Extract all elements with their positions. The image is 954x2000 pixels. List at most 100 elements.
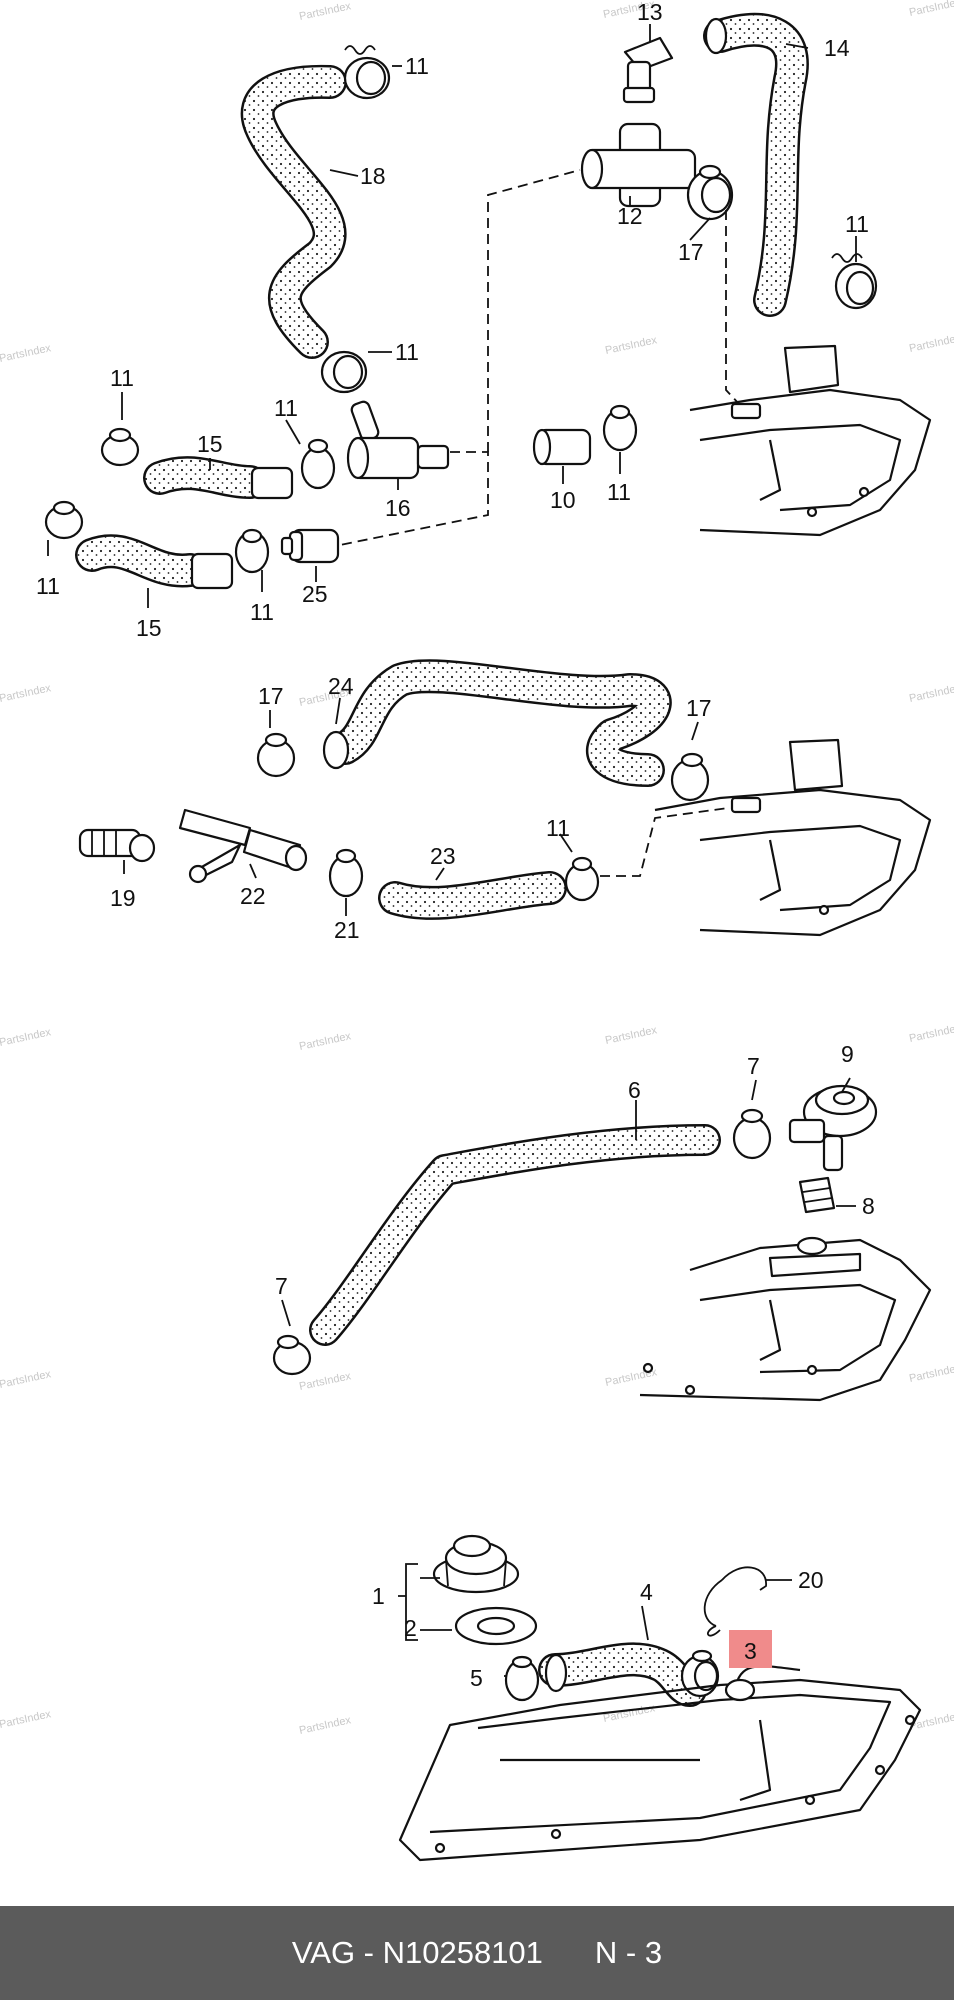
clamp-11 [831,253,878,310]
part-label-23: 23 [430,843,456,869]
watermark: PartsIndex [602,1702,656,1725]
clamp-11 [343,45,391,100]
part-label-11: 11 [274,395,298,421]
watermarks: PartsIndex PartsIndex PartsIndex PartsIn… [0,0,954,1737]
part-label-11: 11 [845,211,869,237]
part-label-2: 2 [404,1615,417,1641]
oil-pan [398,1665,922,1862]
section-4 [398,1534,922,1862]
part-label-11: 11 [36,573,60,599]
clamp-7 [272,1334,312,1376]
part-label-7: 7 [747,1053,760,1079]
hose-15 [75,534,234,590]
part-label-8: 8 [862,1193,875,1219]
part-label-15: 15 [197,431,223,457]
clamp-17 [670,752,710,802]
watermark: PartsIndex [298,1030,352,1053]
part-label-13: 13 [637,0,663,25]
clamp-11 [100,427,140,467]
section-2 [78,659,932,937]
watermark: PartsIndex [908,1362,954,1385]
section-1 [44,12,932,590]
clamp-11 [564,856,600,902]
hose-6 [309,1124,721,1346]
part-labels: 13 14 11 18 12 17 11 11 11 15 11 16 10 1… [36,0,875,1691]
watermark: PartsIndex [0,1368,53,1391]
watermark: PartsIndex [298,1714,352,1737]
part-label-16: 16 [385,495,411,521]
clamp-5 [504,1655,540,1702]
clamp-17 [256,732,296,778]
part-label-15: 15 [136,615,162,641]
grommet-8 [798,1176,836,1214]
watermark: PartsIndex [908,1022,954,1045]
t-piece-12 [580,122,697,208]
hose-18 [240,64,347,359]
oil-pan [639,1236,932,1402]
hose-piece-10 [532,428,592,466]
parts-diagram: PartsIndex PartsIndex PartsIndex PartsIn… [0,0,954,1862]
watermark: PartsIndex [298,0,352,23]
seal-2 [454,1606,538,1646]
watermark: PartsIndex [0,1708,53,1731]
part-label-1: 1 [372,1583,385,1609]
part-label-5: 5 [470,1665,483,1691]
part-label-11: 11 [607,479,631,505]
watermark: PartsIndex [908,682,954,705]
elbow-connector-13 [622,36,674,104]
part-label-7: 7 [275,1273,288,1299]
part-label-11: 11 [110,365,134,391]
footer-bar: VAG - N10258101 N - 3 [0,1906,954,2000]
watermark: PartsIndex [0,1026,53,1049]
part-label-21: 21 [334,917,360,943]
part-label-18: 18 [360,163,386,189]
watermark: PartsIndex [908,0,954,19]
clamp-17 [686,164,734,221]
hose-14 [703,12,809,317]
hose-15 [143,456,294,500]
part-label-19: 19 [110,885,136,911]
clamp-7 [732,1108,772,1160]
oil-pan [654,738,932,937]
part-label-17: 17 [686,695,712,721]
part-label-11: 11 [395,339,419,365]
part-label-4: 4 [640,1579,653,1605]
leader-lines [47,24,857,1677]
clamp-11 [44,500,84,540]
valve-9 [788,1084,878,1172]
watermark: PartsIndex [0,682,53,705]
highlight-box [729,1630,772,1668]
part-label-25: 25 [302,581,328,607]
part-label-20: 20 [798,1567,824,1593]
connector-16 [346,400,450,480]
clamp-11 [234,528,270,574]
watermark: PartsIndex [0,342,53,365]
oil-pan [689,344,932,537]
part-label-3: 3 [744,1638,757,1664]
part-label-17: 17 [258,683,284,709]
part-label-6: 6 [628,1077,641,1103]
clamp-11 [300,438,336,490]
part-label-10: 10 [550,487,576,513]
part-label-11: 11 [250,599,274,625]
watermark: PartsIndex [908,332,954,355]
part-label-12: 12 [617,203,643,229]
watermark: PartsIndex [604,1024,658,1047]
wire-clip-20 [703,1566,767,1637]
clamp-11 [602,404,638,452]
watermark: PartsIndex [604,334,658,357]
part-label-22: 22 [240,883,266,909]
connector-25 [280,528,340,564]
clamp-11 [320,350,368,394]
hose-4 [538,1642,707,1707]
watermark: PartsIndex [298,1370,352,1393]
part-label-14: 14 [824,35,850,61]
part-label-11: 11 [546,815,570,841]
clamp-21 [328,848,364,898]
part-label-11: 11 [405,53,429,79]
filler-cap-1 [432,1534,520,1594]
t-fitting-22 [178,808,308,884]
diagram-reference: N - 3 [594,1935,663,1970]
hose-24 [322,659,672,787]
part-label-17: 17 [678,239,704,265]
